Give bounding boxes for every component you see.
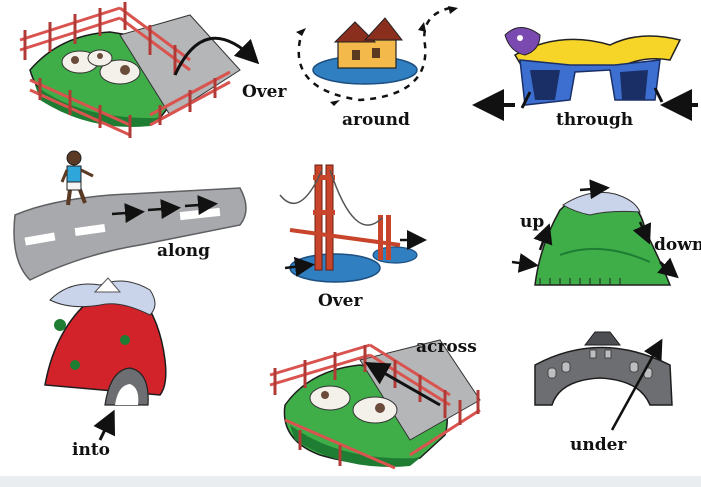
dragon-tunnel-icon: [472, 27, 698, 121]
cow-pasture-icon: [19, 2, 260, 138]
label-up: up: [520, 212, 545, 232]
stone-bridge-icon: [534, 331, 673, 431]
green-hill-icon: [511, 179, 679, 286]
road-icon: [13, 187, 247, 281]
label-through: through: [556, 110, 634, 130]
castle-island-icon: [296, 6, 458, 106]
label-under: under: [570, 435, 627, 455]
label-over: Over: [242, 82, 287, 102]
boy-walking-icon: [60, 150, 94, 206]
volcano-cave-icon: [44, 277, 167, 441]
label-down: down: [654, 235, 701, 255]
suspension-bridge-icon: [279, 164, 427, 283]
bottom-strip: [0, 476, 701, 487]
label-along: along: [157, 241, 211, 261]
cow-pasture-icon: [269, 339, 481, 470]
label-around: around: [342, 110, 410, 130]
label-over-bridge: Over: [318, 291, 363, 311]
label-across: across: [416, 337, 477, 357]
label-into: into: [72, 440, 111, 460]
